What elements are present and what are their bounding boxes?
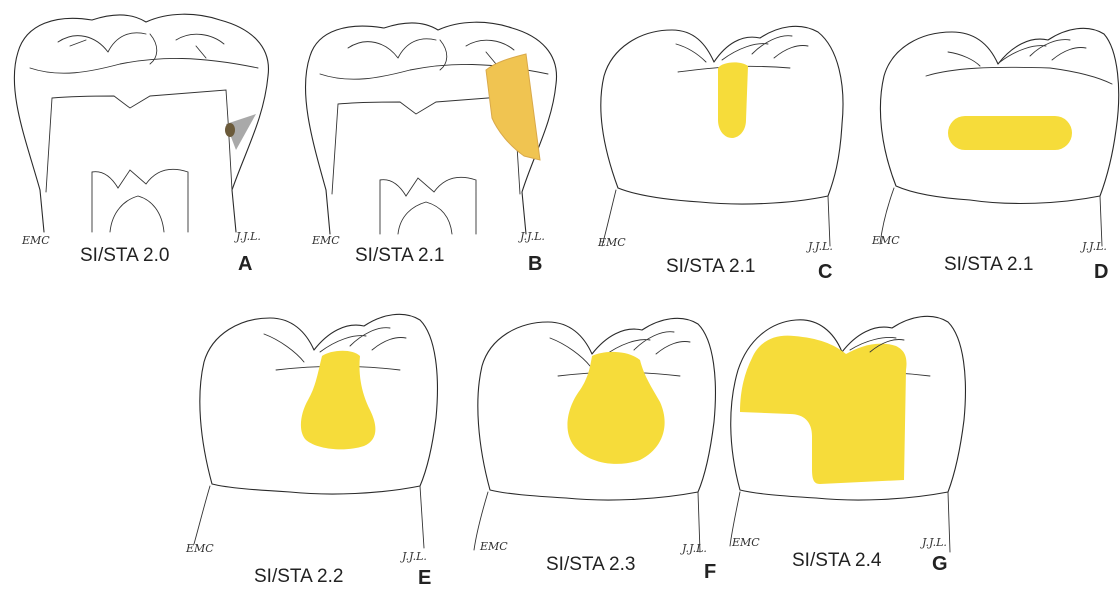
initials-right-f: J.J.L.: [680, 542, 707, 555]
letter-a: A: [238, 253, 252, 275]
lesion-f: [567, 352, 664, 464]
letter-g: G: [932, 553, 948, 575]
panel-f: [474, 318, 715, 552]
panel-g: [730, 316, 965, 552]
panel-e: [194, 314, 437, 548]
letter-b: B: [528, 253, 542, 275]
tooth-outline-d: [880, 28, 1118, 203]
panel-c: [601, 26, 843, 246]
lesion-g: [740, 336, 907, 484]
initials-left-g: EMC: [731, 536, 760, 549]
initials-left-e: EMC: [185, 542, 214, 555]
initials-right-b: J.J.L.: [518, 230, 545, 243]
caption-f: SI/STA 2.3: [546, 554, 635, 575]
lesion-a-dark: [225, 123, 235, 137]
caption-g: SI/STA 2.4: [792, 550, 882, 571]
initials-left-f: EMC: [479, 540, 508, 553]
initials-right-c: J.J.L.: [806, 240, 833, 253]
panel-b: [305, 22, 556, 234]
caption-a: SI/STA 2.0: [80, 245, 169, 266]
caption-d: SI/STA 2.1: [944, 254, 1033, 275]
initials-left-a: EMC: [21, 234, 50, 247]
panel-a: [14, 14, 268, 232]
initials-right-a: J.J.L.: [234, 230, 261, 243]
lesion-e: [301, 351, 375, 450]
letter-d: D: [1094, 261, 1108, 283]
letter-c: C: [818, 261, 832, 283]
initials-left-d: EMC: [871, 234, 900, 247]
initials-left-c: EMC: [597, 236, 626, 249]
caption-c: SI/STA 2.1: [666, 256, 755, 277]
letter-f: F: [704, 561, 716, 583]
panel-d: [880, 28, 1119, 246]
lesion-d: [948, 116, 1072, 150]
lesion-b-orange: [486, 54, 540, 160]
initials-right-g: J.J.L.: [920, 536, 947, 549]
caption-e: SI/STA 2.2: [254, 566, 343, 587]
caption-b: SI/STA 2.1: [355, 245, 444, 266]
letter-e: E: [418, 567, 431, 589]
initials-right-e: J.J.L.: [400, 550, 427, 563]
initials-right-d: J.J.L.: [1080, 240, 1107, 253]
initials-left-b: EMC: [311, 234, 340, 247]
lesion-c: [718, 62, 748, 138]
